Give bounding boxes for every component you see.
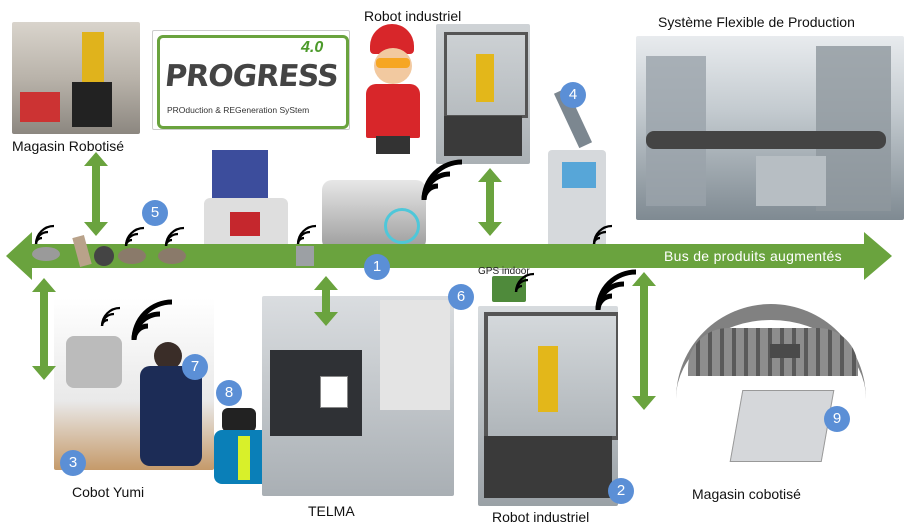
label-magasin-cobotise: Magasin cobotisé <box>692 486 801 502</box>
wifi-icon <box>34 224 56 246</box>
badge-3: 3 <box>60 450 86 476</box>
bus-arrow <box>6 232 892 280</box>
product-cylinder-1 <box>72 234 92 268</box>
product-puck-2 <box>118 248 146 264</box>
telma-machine-photo <box>262 296 454 496</box>
connector-magasin-cobotise <box>632 272 656 410</box>
fanuc-cell-top-photo <box>436 24 530 164</box>
systeme-flexible-photo <box>636 36 904 220</box>
badge-4: 4 <box>560 82 586 108</box>
progress-logo: PROGRESS 4.0 PROduction & REGeneration S… <box>152 30 350 130</box>
label-systeme-flexible: Système Flexible de Production <box>658 14 855 30</box>
badge-6: 6 <box>448 284 474 310</box>
connector-magasin-robotise <box>84 152 108 236</box>
wifi-icon <box>100 306 122 328</box>
product-puck-3 <box>158 248 186 264</box>
robot-worker-illustration <box>352 24 432 154</box>
badge-2: 2 <box>608 478 634 504</box>
wifi-icon <box>592 224 614 246</box>
logo-version: 4.0 <box>301 39 324 56</box>
magasin-robotise-photo <box>12 22 140 134</box>
badge-8: 8 <box>216 380 242 406</box>
label-robot-industriel-bottom: Robot industriel <box>492 509 590 525</box>
wifi-icon-large <box>134 302 172 340</box>
badge-1: 1 <box>364 254 390 280</box>
product-cylinder-2 <box>296 246 314 266</box>
connector-robot-industriel-top <box>478 168 502 236</box>
agv-robot-photo <box>322 180 426 250</box>
label-cobot-yumi: Cobot Yumi <box>72 484 145 500</box>
connector-telma <box>314 276 338 326</box>
badge-5: 5 <box>142 200 168 226</box>
wifi-icon-large <box>598 272 636 310</box>
label-gps-indoor: GPS indoor <box>478 266 530 277</box>
badge-7: 7 <box>182 354 208 380</box>
label-telma: TELMA <box>308 503 355 519</box>
product-puck-1 <box>32 247 60 261</box>
product-ball <box>94 246 114 266</box>
wifi-icon <box>124 226 146 248</box>
magasin-cobotise-photo <box>676 304 872 478</box>
fanuc-cell-bottom-photo <box>478 306 618 506</box>
connector-cobot-yumi <box>32 278 56 380</box>
cobot-station-photo <box>540 88 612 260</box>
wifi-icon <box>296 224 318 246</box>
label-robot-industriel-top: Robot industriel <box>364 8 462 24</box>
wifi-icon-large <box>424 162 462 200</box>
label-bus: Bus de produits augmentés <box>664 248 842 264</box>
logo-subtitle: PROduction & REGeneration SyStem <box>167 105 310 115</box>
wifi-icon <box>164 226 186 248</box>
badge-9: 9 <box>824 406 850 432</box>
label-magasin-robotise: Magasin Robotisé <box>12 138 125 154</box>
